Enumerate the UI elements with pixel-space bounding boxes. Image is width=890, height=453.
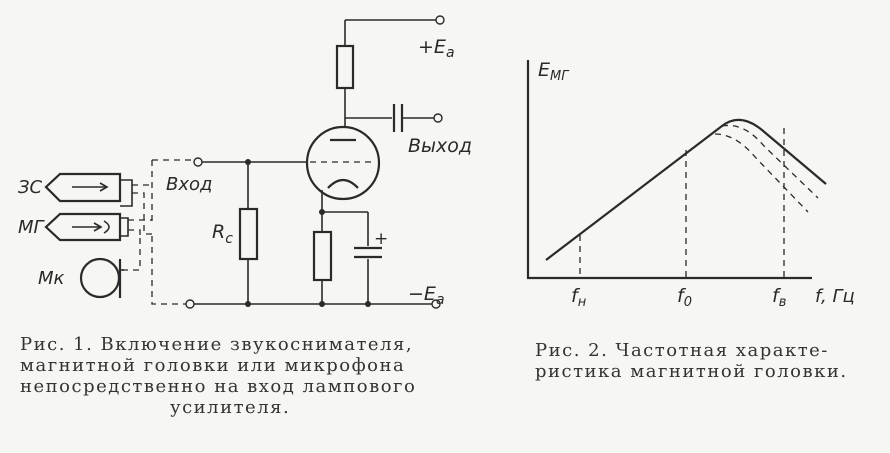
response-curve-dashed-2 xyxy=(714,133,809,213)
source-mk-label: Мк xyxy=(38,268,65,289)
vacuum-tube xyxy=(305,125,381,201)
junction-ground-1 xyxy=(245,301,251,307)
figure2-chart: EМГ f, Гц fн f0 fв xyxy=(526,59,855,310)
input-label: Вход xyxy=(166,174,212,195)
input-ground-terminal xyxy=(185,299,195,309)
tick-fv-label: fв xyxy=(772,285,786,310)
figure1-circuit: +Ea Выход Вход Rc xyxy=(18,15,472,309)
supply-minus-label: −Ea xyxy=(408,283,445,308)
junction-ground-2 xyxy=(319,301,325,307)
supply-minus-terminal xyxy=(431,299,441,309)
input-terminal xyxy=(193,157,203,167)
selector-bus-bottom xyxy=(151,236,186,305)
coupling-capacitor xyxy=(392,104,404,132)
response-curve-dashed-1 xyxy=(721,124,819,199)
tick-f0-label: f0 xyxy=(677,285,692,310)
resistor-label: Rc xyxy=(212,221,233,247)
figure2-caption-line-2: ристика магнитной головки. xyxy=(535,361,848,382)
cap-polarity-mark: + xyxy=(374,229,388,249)
selector-mg-leads xyxy=(128,219,152,238)
output-terminal xyxy=(433,113,443,123)
figure1-caption-line-4: усилителя. xyxy=(170,397,291,418)
junction-ground-3 xyxy=(365,301,371,307)
chart-axes xyxy=(526,60,812,280)
cathode-resistor xyxy=(312,230,333,282)
x-axis-label: f, Гц xyxy=(815,286,855,307)
source-mg-label: МГ xyxy=(18,217,46,238)
pickup-zs-icon xyxy=(44,172,133,207)
y-axis-label: EМГ xyxy=(538,59,570,84)
anode-resistor xyxy=(335,44,355,90)
figure2-caption: Рис. 2. Частотная характе- ристика магни… xyxy=(535,340,880,382)
selector-zs-leads xyxy=(132,184,152,235)
grid-resistor xyxy=(238,207,259,261)
tick-fn-label: fн xyxy=(571,285,587,310)
figure1-caption: Рис. 1. Включение звукоснимателя, магнит… xyxy=(20,334,460,418)
source-zs-label: ЗС xyxy=(18,177,43,198)
output-label: Выход xyxy=(408,135,472,157)
bypass-capacitor xyxy=(354,246,382,259)
supply-plus-terminal xyxy=(435,15,445,25)
figure2-caption-line-1: Рис. 2. Частотная характе- xyxy=(535,340,829,361)
figure1-caption-line-3: непосредственно на вход лампового xyxy=(20,376,417,397)
microphone-icon xyxy=(79,257,124,299)
magnetic-head-icon xyxy=(44,212,129,242)
tube-cathode xyxy=(327,178,359,189)
figure1-caption-line-1: Рис. 1. Включение звукоснимателя, xyxy=(20,334,414,355)
selector-mk-lead xyxy=(122,236,141,271)
figure1-caption-line-2: магнитной головки или микрофона xyxy=(20,355,406,376)
supply-plus-label: +Ea xyxy=(418,36,455,61)
